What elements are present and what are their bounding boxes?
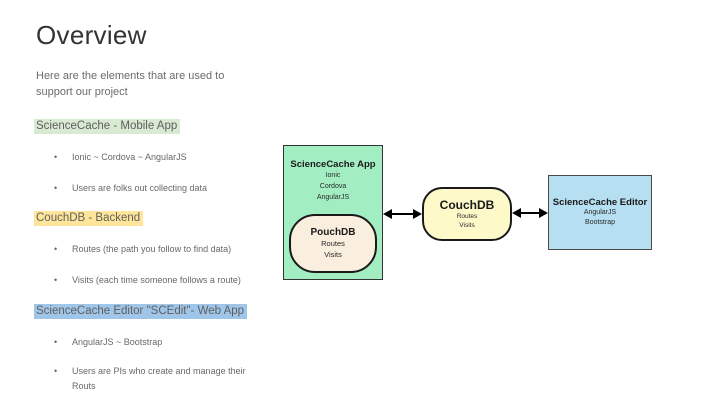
double-arrow-couchdb-editor — [512, 206, 548, 220]
bullet-item: • Routes (the path you follow to find da… — [54, 242, 269, 257]
page-title: Overview — [36, 20, 147, 50]
bullet-dot: • — [54, 366, 58, 376]
box-title: ScienceCache Editor — [552, 197, 648, 208]
box-line: Routes — [456, 213, 478, 220]
box-line: Cordova — [319, 183, 347, 190]
bullet-text: Routes (the path you follow to find data… — [72, 244, 232, 254]
bullet-text: Visits (each time someone follows a rout… — [72, 275, 241, 285]
box-title: CouchDB — [439, 198, 495, 212]
box-line: Visits — [459, 222, 475, 229]
arrow-line — [519, 212, 541, 214]
section-heading-web-app: ScienceCache Editor "SCEdit"- Web App — [34, 304, 248, 319]
double-arrow-app-couchdb — [383, 207, 422, 221]
bullet-text: AngularJS ~ Bootstrap — [72, 337, 163, 347]
section-heading-mobile-app: ScienceCache - Mobile App — [34, 119, 181, 134]
box-line: Routes — [321, 239, 345, 248]
bullet-dot: • — [54, 337, 58, 347]
bullet-item: • AngularJS ~ Bootstrap — [54, 335, 269, 350]
bullet-dot: • — [54, 275, 58, 285]
bullet-dot: • — [54, 152, 58, 162]
bullet-dot: • — [54, 183, 58, 193]
bullet-item: • Users are PIs who create and manage th… — [54, 364, 269, 394]
bullet-dot: • — [54, 244, 58, 254]
box-line: AngularJS — [583, 209, 617, 216]
box-line: Visits — [324, 250, 342, 259]
bullet-text: Users are PIs who create and manage thei… — [72, 366, 246, 391]
box-title: PouchDB — [310, 227, 356, 238]
box-title: ScienceCache App — [290, 159, 376, 170]
box-line: AngularJS — [316, 194, 350, 201]
bullet-item: • Users are folks out collecting data — [54, 181, 269, 196]
box-line: Ionic — [325, 172, 341, 179]
arrowhead-left-icon — [383, 209, 392, 219]
bullet-item: • Ionic ~ Cordova ~ AngularJS — [54, 150, 269, 165]
arrow-line — [390, 213, 415, 215]
arrowhead-right-icon — [539, 208, 548, 218]
section-heading-backend: CouchDB - Backend — [34, 211, 144, 226]
bullet-text: Users are folks out collecting data — [72, 183, 208, 193]
arrowhead-left-icon — [512, 208, 521, 218]
box-line: Bootstrap — [585, 219, 615, 226]
diagram-box-sciencecache-editor: ScienceCache Editor AngularJS Bootstrap — [548, 175, 652, 250]
intro-text: Here are the elements that are used to s… — [36, 70, 225, 98]
bullet-item: • Visits (each time someone follows a ro… — [54, 273, 269, 288]
diagram-box-couchdb: CouchDB Routes Visits — [422, 187, 512, 241]
diagram-box-pouchdb: PouchDB Routes Visits — [289, 214, 377, 273]
arrowhead-right-icon — [413, 209, 422, 219]
bullet-text: Ionic ~ Cordova ~ AngularJS — [72, 152, 187, 162]
